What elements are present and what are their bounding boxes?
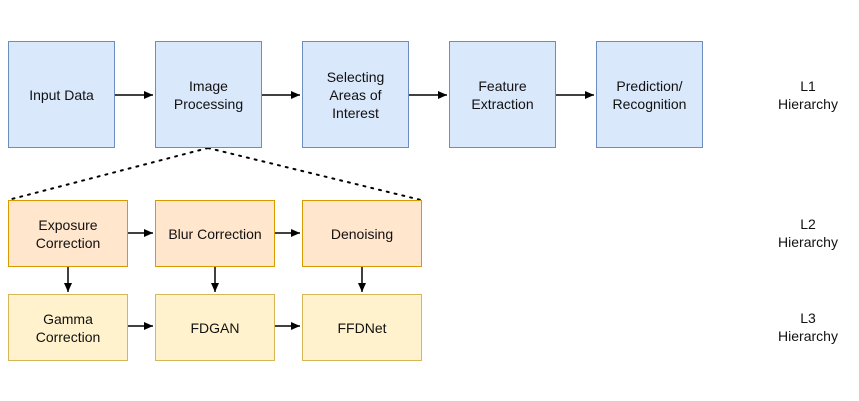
dotted-expansion-left bbox=[7, 147, 209, 201]
node-selecting-areas: Selecting Areas of Interest bbox=[302, 41, 409, 148]
node-feature-extraction: Feature Extraction bbox=[449, 41, 556, 148]
label-l2-hierarchy: L2 Hierarchy bbox=[778, 216, 838, 250]
node-exposure-correction: Exposure Correction bbox=[8, 200, 128, 267]
node-blur-correction: Blur Correction bbox=[155, 200, 275, 267]
node-image-processing: Image Processing bbox=[155, 41, 262, 148]
node-ffdnet: FFDNet bbox=[302, 294, 422, 361]
dotted-expansion-right bbox=[207, 147, 422, 201]
node-gamma-correction: Gamma Correction bbox=[8, 294, 128, 361]
node-prediction-recognition: Prediction/ Recognition bbox=[596, 41, 703, 148]
node-fdgan: FDGAN bbox=[155, 294, 275, 361]
node-input-data: Input Data bbox=[8, 41, 115, 148]
label-l1-hierarchy: L1 Hierarchy bbox=[778, 78, 838, 112]
node-denoising: Denoising bbox=[302, 200, 422, 267]
label-l3-hierarchy: L3 Hierarchy bbox=[778, 310, 838, 344]
